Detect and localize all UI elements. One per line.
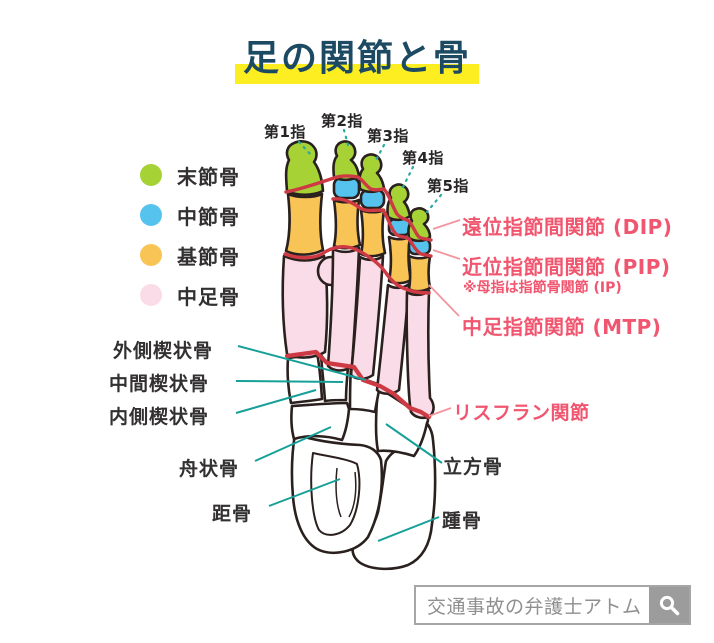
- legend: 末節骨 中節骨 基節骨 中足骨: [140, 163, 240, 323]
- bone-label-lateral-cuneiform: 外側楔状骨: [113, 340, 214, 362]
- bone-distal-phalanx-5: [407, 207, 432, 243]
- leader-lisfranc-label: [428, 407, 452, 417]
- page-title: 足の関節と骨: [234, 36, 479, 84]
- legend-label: 基節骨: [177, 244, 240, 269]
- leader-toe4: [401, 165, 415, 189]
- toe-label-5: 第5指: [427, 177, 469, 195]
- bone-distal-phalanx-2: [332, 140, 361, 182]
- joint-label-dip: 遠位指節間関節 (DIP): [462, 215, 673, 239]
- joint-label-mtp: 中足指節関節 (MTP): [462, 315, 662, 339]
- bone-distal-phalanx-3: [358, 153, 386, 194]
- leader-toe5: [425, 193, 443, 214]
- bone-distal-phalanx-1: [284, 140, 325, 197]
- joint-line-dip-row: [284, 174, 433, 242]
- joint-label-lisfranc: リスフラン関節: [453, 402, 590, 424]
- bone-proximal-phalanx-1: [284, 192, 325, 256]
- leader-cuboid: [385, 423, 443, 464]
- joint-line-pip-row: [331, 197, 433, 258]
- legend-label: 中節骨: [177, 204, 240, 229]
- leader-medial-cuneiform: [235, 389, 317, 414]
- bone-label-navicular: 舟状骨: [179, 458, 240, 480]
- bone-metatarsal-4: [375, 282, 411, 396]
- leader-calcaneus: [377, 516, 440, 542]
- bone-talus-detail-line: [335, 467, 342, 518]
- bone-navicular: [290, 401, 351, 442]
- toe-label-3: 第3指: [367, 127, 409, 145]
- legend-dot-blue: [140, 204, 162, 226]
- leader-mtp-label: [428, 284, 460, 317]
- legend-label: 中足骨: [177, 284, 240, 309]
- search-button[interactable]: [649, 587, 689, 623]
- leader-pip-label: [432, 249, 461, 260]
- leader-dip-label: [432, 219, 461, 230]
- joint-label-pip: 近位指節間関節 (PIP): [462, 255, 671, 279]
- brand-search-bar: 交通事故の弁護士アトム: [414, 585, 691, 625]
- bone-metatarsal-3: [349, 254, 385, 381]
- leader-toe2: [342, 128, 350, 147]
- joint-line-lisfranc: [284, 349, 432, 420]
- search-icon: [659, 595, 680, 616]
- bone-label-calcaneus: 踵骨: [442, 510, 483, 532]
- leader-toe3: [374, 143, 386, 162]
- bone-proximal-phalanx-4: [387, 235, 413, 285]
- leader-navicular: [254, 426, 332, 462]
- joint-line-mtp-row: [283, 245, 431, 295]
- bone-talus-inner-contour: [310, 452, 361, 536]
- toe-label-1: 第1指: [264, 123, 306, 141]
- bone-proximal-phalanx-3: [359, 208, 387, 258]
- legend-dot-orange: [140, 244, 162, 266]
- legend-item-distal-phalanx: 末節骨: [140, 163, 240, 189]
- brand-name: 交通事故の弁護士アトム: [427, 595, 642, 618]
- legend-item-metatarsal: 中足骨: [140, 283, 240, 309]
- bone-talus-detail-line: [348, 471, 357, 518]
- leader-lateral-cuneiform: [237, 345, 367, 381]
- leader-intermediate-cuneiform: [235, 380, 344, 383]
- bone-label-cuboid: 立方骨: [443, 456, 504, 478]
- bone-label-medial-cuneiform: 内側楔状骨: [109, 406, 210, 428]
- leader-talus: [268, 478, 341, 507]
- toe-label-4: 第4指: [402, 149, 444, 167]
- bone-proximal-phalanx-5: [407, 254, 432, 293]
- toe-label-2: 第2指: [321, 112, 363, 130]
- leader-toe1: [297, 140, 314, 158]
- joint-label-ip-note: ※母指は指節骨関節 (IP): [463, 280, 622, 296]
- legend-dot-pink: [140, 284, 162, 306]
- legend-dot-green: [140, 164, 162, 186]
- legend-item-proximal-phalanx: 基節骨: [140, 243, 240, 269]
- bone-metatarsal-1: [281, 254, 329, 359]
- page-title-wrap: 足の関節と骨: [0, 36, 714, 84]
- legend-label: 末節骨: [177, 164, 240, 189]
- bone-label-intermediate-cuneiform: 中間楔状骨: [109, 373, 210, 395]
- bone-label-talus: 距骨: [212, 503, 253, 525]
- bone-metatarsal-5: [405, 289, 435, 420]
- legend-item-middle-phalanx: 中節骨: [140, 203, 240, 229]
